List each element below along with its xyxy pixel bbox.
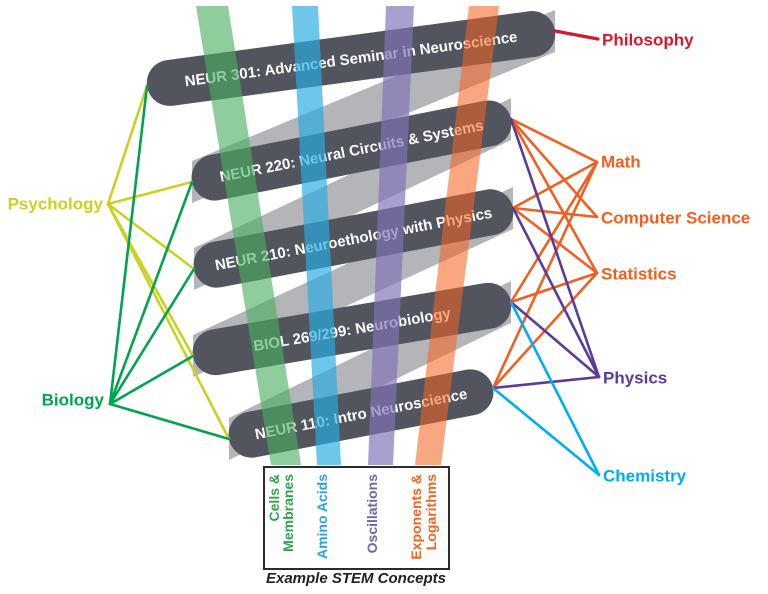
edge-physics-biol-269-299 [509, 300, 601, 379]
concept-band-label-exponents-logarithms-line1: Exponents & [408, 474, 424, 560]
concept-box [263, 466, 450, 570]
edge-psychology-neur-210 [106, 202, 196, 271]
concept-band-cells-membranes [196, 6, 301, 465]
edge-philosophy-neur-301 [553, 29, 600, 41]
discipline-label-biology: Biology [42, 391, 105, 410]
edge-psychology-neur-220 [106, 180, 194, 206]
course-pill-neur-301 [146, 11, 556, 106]
concept-band-label-exponents-logarithms-line2: Logarithms [423, 474, 439, 550]
discipline-label-statistics: Statistics [601, 265, 677, 284]
edge-statistics-neur-210 [511, 206, 599, 275]
discipline-label-math: Math [601, 153, 641, 172]
edge-biology-neur-110 [108, 402, 231, 441]
edge-biology-neur-301 [108, 84, 149, 406]
edge-physics-neur-110 [491, 375, 601, 390]
discipline-label-chemistry: Chemistry [603, 467, 687, 486]
edge-chemistry-biol-269-299 [509, 300, 601, 477]
edge-biology-neur-220 [108, 180, 194, 406]
discipline-label-physics: Physics [603, 369, 667, 388]
edge-math-neur-110 [491, 160, 599, 390]
discipline-label-computer-science: Computer Science [601, 209, 750, 228]
edge-psychology-neur-301 [106, 84, 149, 206]
concept-band-amino-acids [292, 6, 341, 465]
course-pill-neur-220 [191, 100, 512, 201]
concept-band-exponents-logarithms [415, 6, 499, 465]
edge-computer-science-neur-210 [511, 206, 599, 219]
concept-band-label-amino-acids-line1: Amino Acids [314, 474, 330, 559]
edge-math-neur-210 [511, 160, 599, 210]
discipline-label-philosophy: Philosophy [602, 31, 694, 50]
edge-chemistry-neur-110 [491, 386, 601, 477]
edge-biology-neur-210 [108, 267, 196, 406]
edge-math-neur-220 [509, 117, 599, 164]
discipline-label-psychology: Psychology [8, 195, 104, 214]
course-pill-neur-210 [193, 189, 514, 288]
concept-box-caption: Example STEM Concepts [266, 570, 446, 587]
edge-physics-neur-210 [511, 206, 601, 379]
edge-math-biol-269-299 [509, 160, 599, 304]
concept-band-label-oscillations-line1: Oscillations [364, 474, 380, 554]
edge-physics-neur-220 [509, 117, 601, 379]
concept-band-label-cells-membranes-line1: Cells & [266, 474, 282, 521]
concept-band-oscillations [368, 6, 414, 465]
edge-psychology-neur-110 [106, 202, 231, 441]
edge-statistics-neur-220 [509, 117, 599, 275]
edge-biology-biol-269-299 [108, 354, 195, 406]
concept-band-label-cells-membranes-line2: Membranes [280, 474, 296, 552]
edge-computer-science-neur-220 [509, 117, 599, 219]
